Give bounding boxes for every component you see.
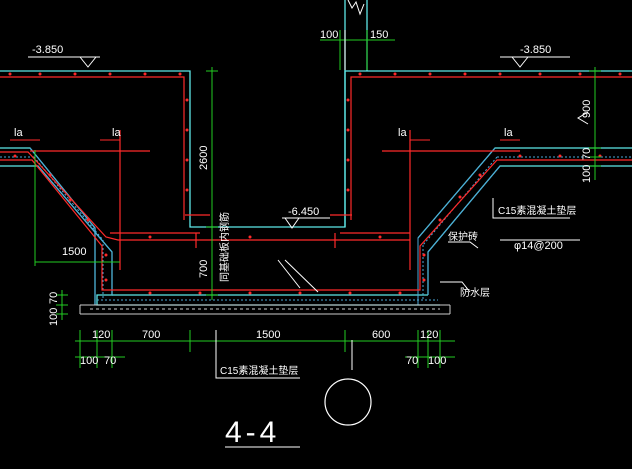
dim-right-100: 100 [581, 165, 593, 183]
note-slab-rebar: 同基础板内钢筋 [218, 212, 231, 282]
section-circle [324, 378, 372, 426]
dim-100-left: 100 [80, 355, 98, 367]
elev-pit-bottom: -6.450 [288, 206, 319, 218]
section-title: 4-4 [225, 416, 280, 449]
dim-right-900: 900 [581, 100, 593, 118]
dim-100-right: 100 [428, 355, 446, 367]
dim-70-left: 70 [104, 355, 116, 367]
rebar-lines [0, 76, 632, 291]
dim-70-right: 70 [406, 355, 418, 367]
dim-600: 600 [372, 329, 390, 341]
elev-right-top: -3.850 [520, 44, 551, 56]
dim-120-right: 120 [420, 329, 438, 341]
note-c15-right: C15素混凝土垫层 [498, 204, 576, 217]
bottom-slab [79, 304, 451, 315]
dim-wall-height: 2600 [198, 146, 210, 170]
la-label-3: la [398, 127, 407, 139]
note-rebar-spec: φ14@200 [514, 240, 563, 252]
note-waterproof: 防水层 [460, 286, 490, 299]
rebar-dots [8, 72, 622, 295]
dim-pit-depth: 700 [198, 260, 210, 278]
elev-left-top: -3.850 [32, 44, 63, 56]
dim-right-70: 70 [581, 148, 593, 160]
dim-700: 700 [142, 329, 160, 341]
note-c15-bottom: C15素混凝土垫层 [220, 364, 298, 377]
dim-120-left: 120 [92, 329, 110, 341]
la-label-1: la [14, 127, 23, 139]
la-label-4: la [504, 127, 513, 139]
dim-left-70: 70 [48, 292, 60, 304]
dim-left-100: 100 [48, 308, 60, 326]
note-protect-brick: 保护砖 [448, 230, 478, 243]
dim-haunch: 1500 [62, 246, 86, 258]
la-label-2: la [112, 127, 121, 139]
dim-top-right: 150 [370, 29, 388, 41]
dim-top-left: 100 [320, 29, 338, 41]
elevation-markers [28, 0, 589, 379]
dimension-lines [34, 30, 601, 370]
dim-1500: 1500 [256, 329, 280, 341]
